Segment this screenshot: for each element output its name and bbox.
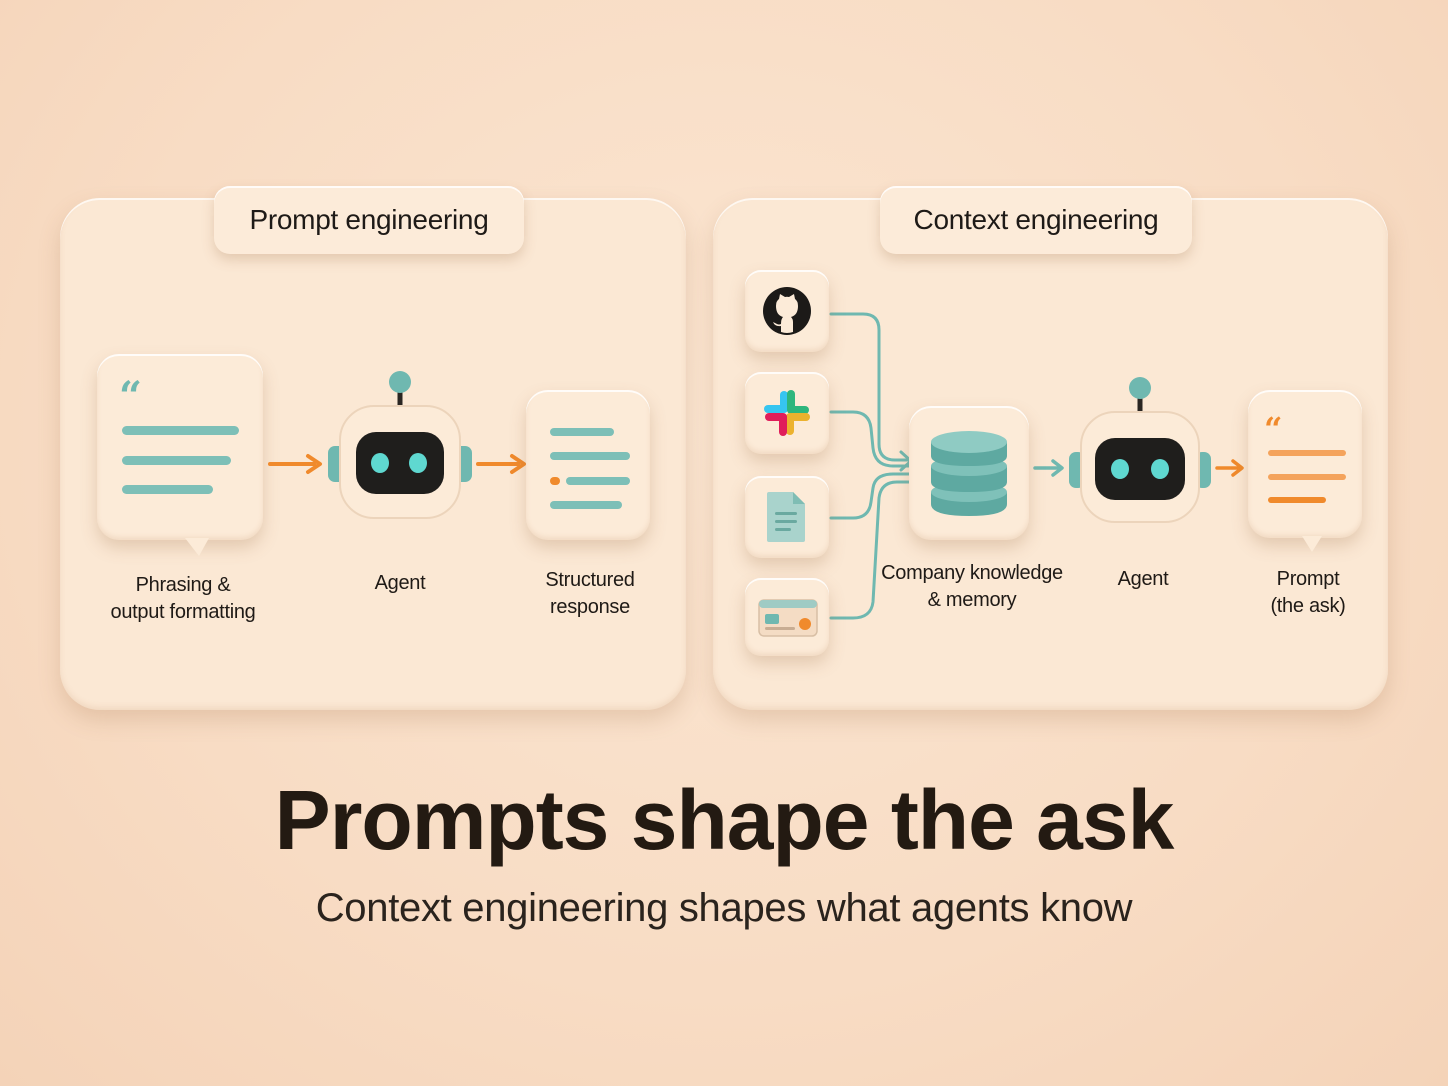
github-icon (763, 287, 811, 335)
arrow-right-icon (268, 454, 322, 474)
prompt-ask-tile: “ (1248, 390, 1362, 552)
agent-robot-icon (1069, 377, 1211, 523)
knowledge-base-tile (909, 406, 1029, 540)
svg-text:“: “ (119, 373, 142, 420)
structured-response-tile (526, 390, 650, 540)
arrow-right-icon (476, 454, 526, 474)
agent-label: Agent (374, 572, 426, 594)
slack-icon (764, 390, 810, 436)
prompt-label: Prompt (the ask) (1270, 568, 1346, 617)
agent-label: Agent (1117, 568, 1169, 590)
headline: Prompts shape the ask (274, 773, 1175, 867)
database-icon (931, 431, 1007, 516)
panel-title: Context engineering (880, 186, 1192, 254)
prompt-engineering-panel: Prompt engineering “ Phrasing & output f… (60, 186, 686, 710)
document-icon (767, 492, 805, 542)
svg-text:“: “ (1264, 410, 1282, 448)
input-label: Phrasing & output formatting (110, 574, 256, 623)
document-source-tile (745, 476, 829, 558)
structured-lines-icon (550, 428, 630, 509)
output-label: Structured response (545, 569, 635, 618)
context-engineering-panel: Context engineering (713, 186, 1388, 710)
panel-title: Prompt engineering (214, 186, 524, 254)
github-source-tile (745, 270, 829, 352)
subline: Context engineering shapes what agents k… (315, 886, 1133, 930)
agent-robot-icon (328, 371, 472, 519)
slack-source-tile (745, 372, 829, 454)
knowledge-label: Company knowledge & memory (881, 562, 1063, 611)
quote-lines-icon: “ (119, 373, 239, 556)
quote-lines-icon: “ (1264, 410, 1346, 552)
app-card-source-tile (745, 578, 829, 656)
browser-card-icon (758, 599, 818, 637)
prompt-bubble-tile: “ (97, 354, 263, 556)
